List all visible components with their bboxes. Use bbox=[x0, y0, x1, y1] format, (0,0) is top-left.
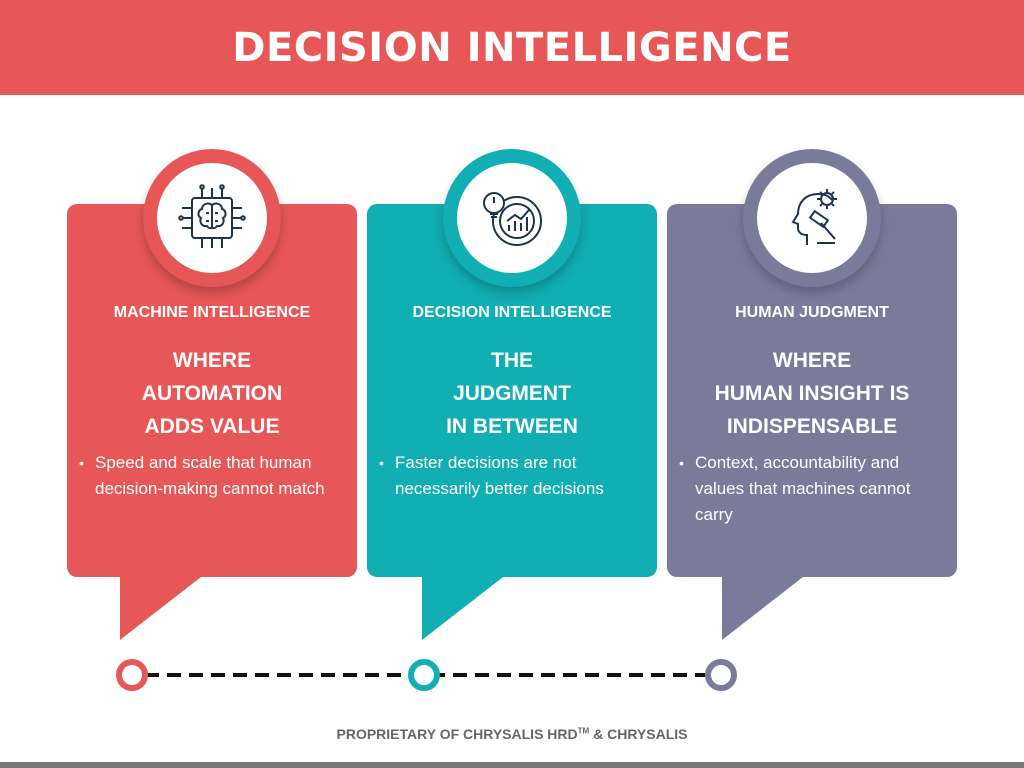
head-gavel-icon bbox=[757, 163, 867, 273]
speech-tail bbox=[722, 570, 812, 640]
title-banner: DECISION INTELLIGENCE bbox=[0, 0, 1024, 95]
timeline-node-human bbox=[705, 659, 737, 691]
card-bullet: • Context, accountability and values tha… bbox=[679, 450, 947, 528]
timeline bbox=[116, 659, 737, 691]
card-headline: WHERE AUTOMATION ADDS VALUE bbox=[87, 344, 337, 443]
footer-main: PROPRIETARY OF CHRYSALIS HRD bbox=[336, 726, 578, 742]
bullet-dot: • bbox=[79, 455, 84, 471]
lightbulb-analytics-icon bbox=[457, 163, 567, 273]
headline-line: JUDGMENT bbox=[453, 382, 571, 405]
card-bullet: • Speed and scale that human decision-ma… bbox=[79, 450, 347, 502]
headline-line: AUTOMATION bbox=[141, 382, 283, 405]
bullet-dot: • bbox=[379, 455, 384, 471]
headline-line: WHERE bbox=[172, 349, 252, 372]
card-machine-intelligence: MACHINE INTELLIGENCE WHERE AUTOMATION AD… bbox=[67, 149, 357, 577]
bullet-dot: • bbox=[679, 455, 684, 471]
bottom-bar bbox=[0, 762, 1024, 768]
footer-suffix: & CHRYSALIS bbox=[593, 726, 688, 742]
card-label: MACHINE INTELLIGENCE bbox=[113, 304, 311, 321]
footer-credit: PROPRIETARY OF CHRYSALIS HRDTM & CHRYSAL… bbox=[0, 726, 1024, 742]
brain-chip-icon bbox=[157, 163, 267, 273]
card-headline: WHERE HUMAN INSIGHT IS INDISPENSABLE bbox=[687, 344, 937, 443]
bullet-text: Context, accountability and values that … bbox=[695, 453, 911, 524]
card-human-judgment: HUMAN JUDGMENT WHERE HUMAN INSIGHT IS IN… bbox=[667, 149, 957, 577]
card-label: HUMAN JUDGMENT bbox=[735, 304, 889, 321]
card-headline: THE JUDGMENT IN BETWEEN bbox=[387, 344, 637, 443]
headline-line: INDISPENSABLE bbox=[726, 415, 898, 438]
headline-line: ADDS VALUE bbox=[144, 415, 280, 438]
timeline-node-decision bbox=[408, 659, 440, 691]
headline-line: HUMAN INSIGHT IS bbox=[714, 382, 910, 405]
page-title: DECISION INTELLIGENCE bbox=[232, 24, 792, 71]
headline-line: WHERE bbox=[772, 349, 852, 372]
headline-line: THE bbox=[491, 349, 533, 372]
card-bullet: • Faster decisions are not necessarily b… bbox=[379, 450, 647, 502]
speech-tail bbox=[120, 570, 210, 640]
bullet-text: Speed and scale that human decision-maki… bbox=[95, 453, 325, 498]
headline-line: IN BETWEEN bbox=[446, 415, 578, 438]
trademark: TM bbox=[577, 726, 590, 736]
timeline-node-machine bbox=[116, 659, 148, 691]
speech-tail bbox=[422, 570, 512, 640]
bullet-text: Faster decisions are not necessarily bet… bbox=[395, 453, 604, 498]
icon-ring bbox=[143, 149, 281, 287]
card-decision-intelligence: DECISION INTELLIGENCE THE JUDGMENT IN BE… bbox=[367, 149, 657, 577]
icon-ring bbox=[743, 149, 881, 287]
card-label: DECISION INTELLIGENCE bbox=[412, 304, 612, 321]
icon-ring bbox=[443, 149, 581, 287]
